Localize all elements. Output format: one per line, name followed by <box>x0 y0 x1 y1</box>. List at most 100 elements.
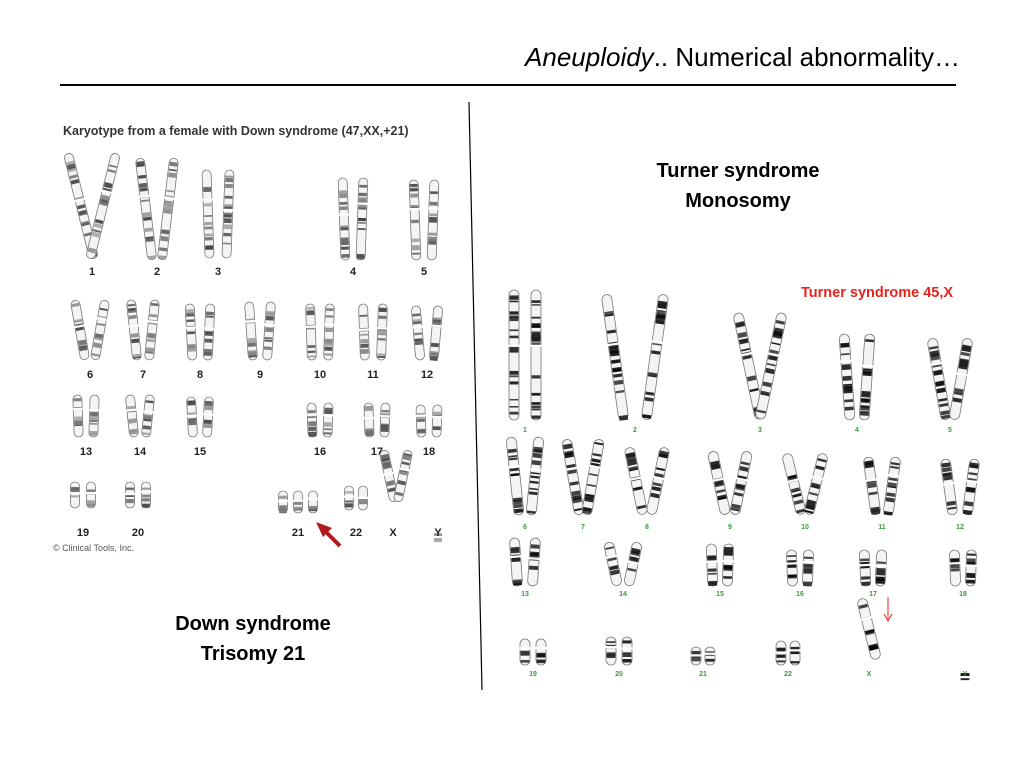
down-label-6: 6 <box>87 369 93 381</box>
turner-label-21: 21 <box>699 671 707 678</box>
turner-chromosome-19-1 <box>519 638 531 666</box>
down-chromosome-1-2 <box>86 153 120 259</box>
turner-label-1: 1 <box>523 427 527 434</box>
turner-chromosome-7-2 <box>581 439 605 515</box>
down-chromosome-14-1 <box>125 394 139 438</box>
down-label-1: 1 <box>89 266 95 278</box>
down-label-11: 11 <box>367 369 379 381</box>
down-label-4: 4 <box>350 266 357 278</box>
down-chromosome-11-2 <box>376 303 388 361</box>
turner-label-4: 4 <box>855 427 859 434</box>
down-label-5: 5 <box>421 266 427 278</box>
down-chromosome-7-2 <box>144 299 160 361</box>
turner-chromosome-14-2 <box>624 541 642 587</box>
down-label-20: 20 <box>132 527 144 539</box>
turner-chromosome-20-1 <box>605 636 617 666</box>
down-label-Y: Y <box>434 527 442 539</box>
turner-chromosome-5-1 <box>927 338 951 420</box>
down-chromosome-9-2 <box>262 301 276 361</box>
turner-chromosome-10-2 <box>804 453 828 515</box>
turner-caption-line2: Monosomy <box>685 190 791 212</box>
down-chromosome-17-2 <box>379 402 391 438</box>
down-chromosome-21-2 <box>293 490 303 514</box>
turner-chromosome-8-2 <box>646 447 670 515</box>
turner-label-9: 9 <box>728 524 732 531</box>
down-trisomy-arrow <box>316 522 342 548</box>
turner-chromosome-15-1 <box>706 543 718 587</box>
turner-chromosome-3-2 <box>755 312 787 420</box>
down-label-8: 8 <box>197 369 203 381</box>
turner-chromosome-8-1 <box>624 447 648 515</box>
down-label-21: 21 <box>292 527 304 539</box>
turner-label-12: 12 <box>956 524 964 531</box>
turner-chromosome-6-1 <box>506 436 524 516</box>
down-label-X: X <box>389 527 397 539</box>
turner-chromosome-21-2 <box>704 646 716 666</box>
turner-chromosome-13-2 <box>527 537 541 587</box>
turner-chromosome-15-2 <box>722 543 734 587</box>
down-label-16: 16 <box>314 446 326 458</box>
turner-chromosome-3-1 <box>733 312 765 420</box>
turner-label-7: 7 <box>581 524 585 531</box>
down-chromosome-2-1 <box>135 157 157 261</box>
turner-chromosome-22-1 <box>775 640 787 666</box>
down-chromosome-14-2 <box>141 394 155 438</box>
down-chromosome-18-2 <box>431 404 443 438</box>
turner-chromosome-19-2 <box>535 638 547 666</box>
turner-label-18: 18 <box>959 591 967 598</box>
turner-label-20: 20 <box>615 671 623 678</box>
down-label-10: 10 <box>314 369 326 381</box>
turner-label-13: 13 <box>521 591 529 598</box>
slide-title-rest: .. Numerical abnormality… <box>653 42 960 72</box>
down-chromosome-15-2 <box>202 396 214 438</box>
turner-chromosome-13-1 <box>509 537 523 587</box>
down-chromosome-16-1 <box>306 402 318 438</box>
turner-label-2: 2 <box>633 427 637 434</box>
down-chromosome-7-1 <box>126 299 142 361</box>
turner-figure-title: Turner syndrome 45,X <box>801 285 954 301</box>
down-caption-line2: Trisomy 21 <box>200 643 306 665</box>
down-chromosome-3-1 <box>201 169 215 259</box>
down-chromosome-13-2 <box>88 394 100 438</box>
down-chromosome-22-1 <box>344 485 354 511</box>
down-label-7: 7 <box>140 369 146 381</box>
down-chromosome-4-1 <box>337 177 351 261</box>
down-chromosome-12-2 <box>429 305 443 361</box>
turner-caption: Turner syndrome Monosomy <box>588 156 888 216</box>
down-chromosome-11-1 <box>358 303 370 361</box>
down-caption-line1: Down syndrome <box>175 613 331 635</box>
down-chromosome-16-2 <box>322 402 334 438</box>
turner-chromosome-9-1 <box>707 451 731 515</box>
turner-chromosome-11-1 <box>863 456 881 516</box>
down-label-22: 22 <box>350 527 362 539</box>
turner-chromosome-14-1 <box>604 541 622 587</box>
turner-label-16: 16 <box>796 591 804 598</box>
down-chromosome-X-2 <box>393 450 413 502</box>
turner-label-X: X <box>867 671 872 678</box>
down-chromosome-6-2 <box>90 299 110 361</box>
down-label-19: 19 <box>77 527 89 539</box>
down-chromosome-8-2 <box>202 303 216 361</box>
down-chromosome-Y-2 <box>433 533 443 543</box>
turner-chromosome-17-2 <box>874 549 888 587</box>
down-label-3: 3 <box>215 266 221 278</box>
down-caption: Down syndrome Trisomy 21 <box>103 609 403 669</box>
down-chromosome-21-1 <box>278 490 288 514</box>
turner-chromosome-18-1 <box>949 549 961 587</box>
turner-label-17: 17 <box>869 591 877 598</box>
down-label-15: 15 <box>194 446 206 458</box>
down-label-14: 14 <box>134 446 147 458</box>
turner-caption-line1: Turner syndrome <box>656 160 820 182</box>
turner-chromosome-17-1 <box>858 549 872 587</box>
down-label-13: 13 <box>80 446 92 458</box>
turner-chromosome-X-1 <box>857 598 881 660</box>
down-chromosome-5-2 <box>426 179 440 261</box>
down-chromosome-6-1 <box>70 299 90 361</box>
turner-chromosome-12-1 <box>940 458 958 516</box>
down-chromosome-18-1 <box>415 404 427 438</box>
down-chromosome-X-1 <box>379 450 399 502</box>
turner-label-10: 10 <box>801 524 809 531</box>
slide-title-italic: Aneuploidy <box>525 42 654 72</box>
